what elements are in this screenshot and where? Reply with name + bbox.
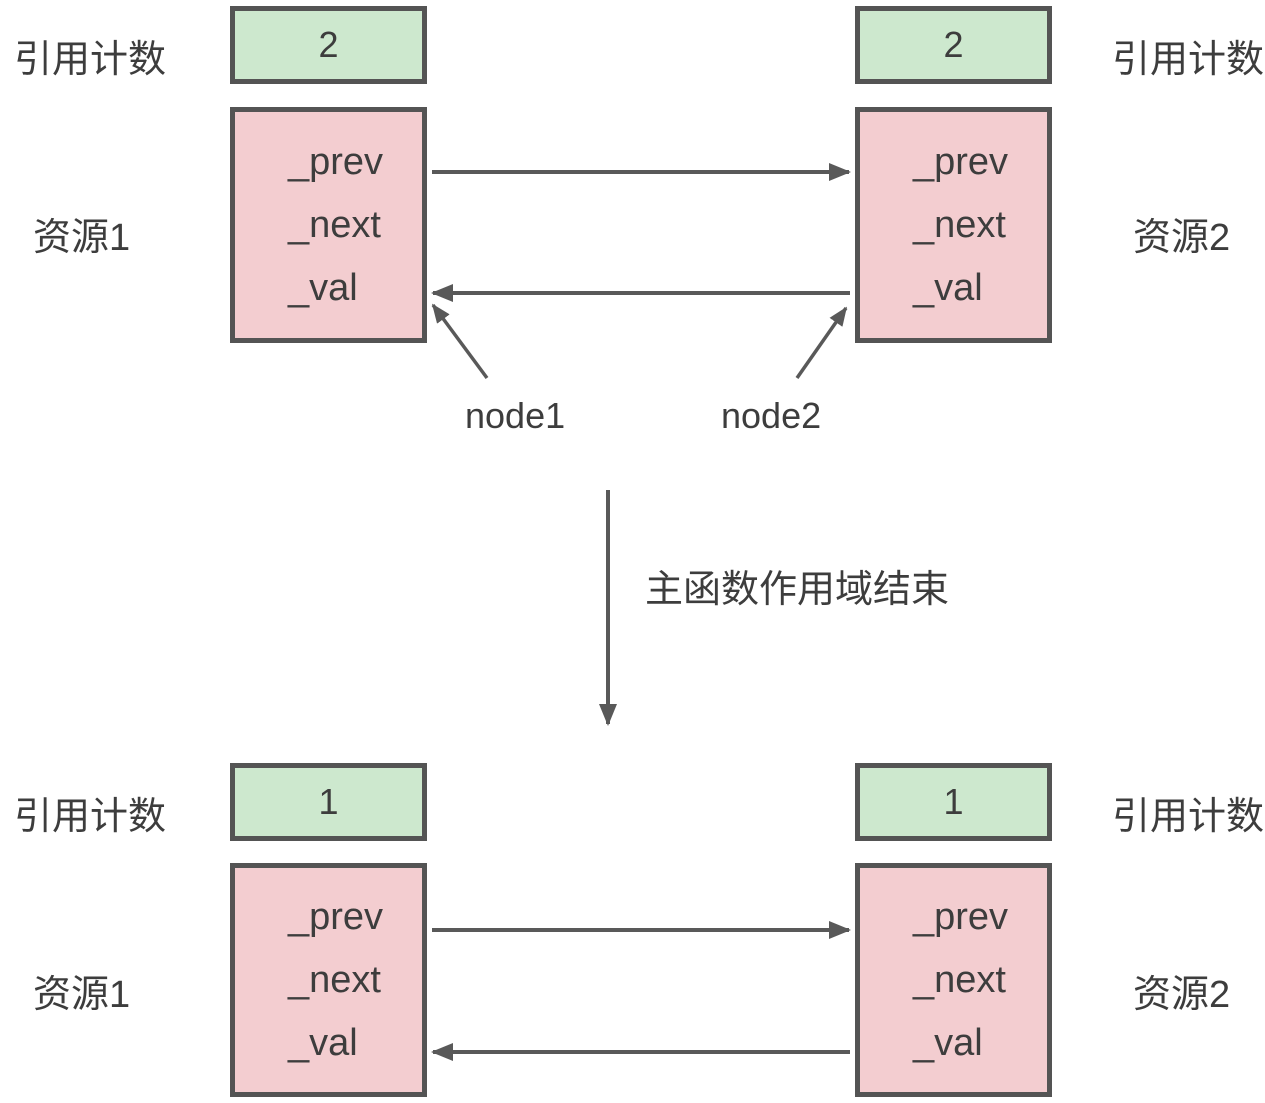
resource2-label-top: 资源2 bbox=[1133, 217, 1231, 259]
arrow-node1-pointer bbox=[431, 303, 489, 380]
resource2-label-bottom: 资源2 bbox=[1133, 974, 1231, 1016]
resource1-label-top: 资源1 bbox=[33, 217, 131, 259]
field-val: _val bbox=[288, 1022, 358, 1064]
field-val: _val bbox=[913, 1022, 983, 1064]
refcount-label-bottom-right: 引用计数 bbox=[1112, 796, 1265, 838]
node2-box-top: _prev _next _val bbox=[855, 107, 1052, 343]
refcount-label-bottom-left: 引用计数 bbox=[14, 796, 167, 838]
field-next: _next bbox=[913, 204, 1006, 246]
field-val: _val bbox=[913, 267, 983, 309]
refcount-box-node1-bottom: 1 bbox=[230, 763, 427, 841]
refcount-value-node1-top: 2 bbox=[318, 24, 339, 65]
refcount-box-node2-top: 2 bbox=[855, 6, 1052, 84]
node1-label: node1 bbox=[465, 395, 566, 436]
field-prev: _prev bbox=[288, 896, 384, 938]
refcount-value-node2-top: 2 bbox=[943, 24, 964, 65]
transition-label: 主函数作用域结束 bbox=[645, 569, 950, 611]
refcount-label-top-left: 引用计数 bbox=[14, 39, 167, 81]
refcount-box-node1-top: 2 bbox=[230, 6, 427, 84]
field-next: _next bbox=[913, 959, 1006, 1001]
refcount-box-node2-bottom: 1 bbox=[855, 763, 1052, 841]
node1-box-top: _prev _next _val bbox=[230, 107, 427, 343]
node1-box-bottom: _prev _next _val bbox=[230, 863, 427, 1097]
refcount-value-node1-bottom: 1 bbox=[318, 781, 339, 822]
field-next: _next bbox=[288, 204, 381, 246]
field-prev: _prev bbox=[288, 141, 384, 183]
refcount-value-node2-bottom: 1 bbox=[943, 781, 964, 822]
field-val: _val bbox=[288, 267, 358, 309]
field-prev: _prev bbox=[913, 896, 1009, 938]
node2-box-bottom: _prev _next _val bbox=[855, 863, 1052, 1097]
refcount-label-top-right: 引用计数 bbox=[1112, 39, 1265, 81]
node2-label: node2 bbox=[721, 395, 822, 436]
arrow-node2-pointer bbox=[795, 306, 848, 380]
field-next: _next bbox=[288, 959, 381, 1001]
field-prev: _prev bbox=[913, 141, 1009, 183]
resource1-label-bottom: 资源1 bbox=[33, 974, 131, 1016]
